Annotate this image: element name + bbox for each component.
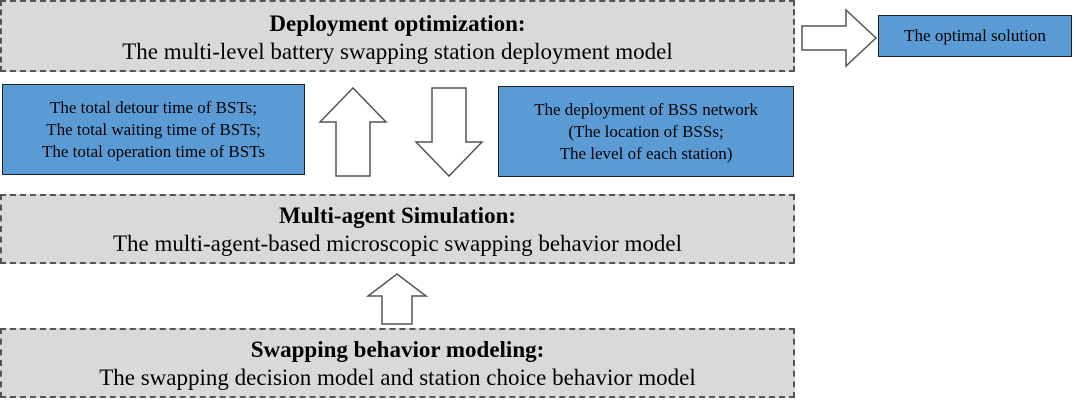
behavior-subtitle: The swapping decision model and station … (99, 365, 696, 390)
bss-location-line: (The location of BSSs; (568, 121, 724, 141)
bst-detour-line: The total detour time of BSTs; (49, 97, 258, 117)
deployment-optimization-box: Deployment optimization: The multi-level… (0, 0, 795, 72)
multi-agent-simulation-box: Multi-agent Simulation: The multi-agent-… (0, 194, 795, 264)
deployment-title: Deployment optimization: (269, 11, 526, 36)
bst-times-box: The total detour time of BSTs; The total… (2, 84, 305, 175)
simulation-title: Multi-agent Simulation: (278, 203, 517, 228)
arrow-down-icon (414, 87, 484, 178)
optimal-solution-box: The optimal solution (878, 15, 1072, 57)
bss-level-line: The level of each station) (559, 143, 733, 163)
bst-operation-line: The total operation time of BSTs (41, 141, 266, 161)
optimal-solution-label: The optimal solution (904, 26, 1046, 45)
bss-network-line: The deployment of BSS network (534, 99, 758, 119)
simulation-subtitle: The multi-agent-based microscopic swappi… (112, 231, 683, 256)
bss-deployment-box: The deployment of BSS network (The locat… (498, 86, 794, 177)
arrow-up-icon (365, 273, 429, 325)
arrow-up-icon (318, 86, 388, 177)
bst-waiting-line: The total waiting time of BSTs; (46, 119, 261, 139)
swapping-behavior-box: Swapping behavior modeling: The swapping… (0, 328, 795, 398)
behavior-title: Swapping behavior modeling: (250, 337, 545, 362)
deployment-subtitle: The multi-level battery swapping station… (122, 39, 673, 64)
arrow-right-icon (801, 8, 878, 68)
